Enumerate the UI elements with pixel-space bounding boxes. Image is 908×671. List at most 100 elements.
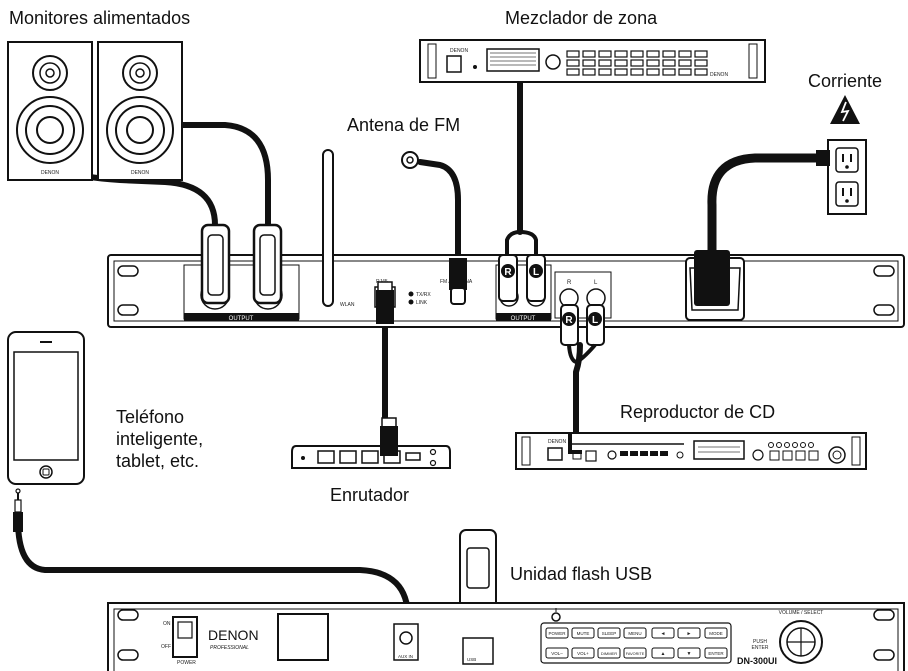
mute-button[interactable] xyxy=(571,627,595,639)
favorite-button[interactable] xyxy=(623,647,647,659)
zone-l-connector-label: L xyxy=(533,267,539,278)
fm-connector xyxy=(449,258,467,305)
aux-cable xyxy=(15,517,411,621)
cd-player: DENON xyxy=(515,432,867,470)
rear-wlan-label: WLAN xyxy=(340,302,355,308)
ir-sensor-icon xyxy=(551,608,561,622)
vol-down-button[interactable] xyxy=(545,647,569,659)
powered-monitors-label: Monitores alimentados xyxy=(9,8,191,28)
rear-input-r-label: R xyxy=(567,280,572,286)
power-plug xyxy=(816,150,830,166)
router-label: Enrutador xyxy=(330,485,410,505)
router xyxy=(291,417,451,469)
front-enter-label: ENTER xyxy=(752,645,769,651)
smartphone-label-line1: Teléfono xyxy=(116,407,185,427)
speaker-right-cable xyxy=(147,122,271,228)
sleep-button-label: SLEEP xyxy=(602,631,617,636)
rear-output2-label: OUTPUT xyxy=(511,316,536,322)
right-arrow-icon: ► xyxy=(687,631,692,637)
mode-button[interactable] xyxy=(704,627,728,639)
sleep-button[interactable] xyxy=(597,627,621,639)
menu-button[interactable] xyxy=(623,627,647,639)
front-display xyxy=(277,613,329,661)
powered-monitors: DENON DENON xyxy=(7,41,183,181)
cd-r-connector-label: R xyxy=(565,315,573,326)
vol-up-button[interactable] xyxy=(571,647,595,659)
power-cable xyxy=(707,153,833,257)
front-on-label: ON xyxy=(163,621,171,627)
usb-flash-label: Unidad flash USB xyxy=(510,564,653,584)
dimmer-button[interactable] xyxy=(597,647,621,659)
rj45-connector xyxy=(376,281,394,324)
cd-l-connector-label: L xyxy=(592,315,598,326)
home-button-icon xyxy=(39,465,53,479)
zone-mixer-display-lines xyxy=(490,52,536,66)
down-button[interactable] xyxy=(677,647,701,659)
front-push-label: PUSH xyxy=(753,639,767,645)
volume-knob[interactable] xyxy=(779,620,823,664)
front-usb-label: USB xyxy=(467,657,476,662)
enter-label: ENTER xyxy=(708,651,724,656)
button-row-2: VOL– VOL+ DIMMER FAVORITE ▲ ▼ ENTER xyxy=(545,647,728,659)
smartphone xyxy=(7,331,85,485)
aux-plug-phone xyxy=(13,488,23,532)
zone-mixer-rca-connectors: R L xyxy=(498,230,546,302)
button-row-1: POWER MUTE SLEEP MENU ◄ ► MODE xyxy=(545,627,728,639)
cd-rca-connectors: R L xyxy=(560,304,605,365)
fm-antenna xyxy=(401,151,419,169)
zone-mixer-label: Mezclador de zona xyxy=(505,8,658,28)
front-panel: ON OFF POWER DENON PROFESSIONAL AUX IN U… xyxy=(107,602,905,671)
speaker-connectors xyxy=(200,223,283,305)
left-arrow-icon: ◄ xyxy=(661,631,666,637)
zone-mixer-model-brand: DENON xyxy=(710,72,728,78)
zone-mixer: DENON DENON xyxy=(419,39,766,83)
rear-input-l-label: L xyxy=(594,280,598,286)
enter-button[interactable] xyxy=(704,647,728,659)
monitor-right-brand: DENON xyxy=(131,170,149,176)
down-arrow-icon: ▼ xyxy=(687,651,692,657)
power-source xyxy=(816,95,867,215)
monitor-left: DENON xyxy=(7,41,93,181)
monitor-right: DENON xyxy=(97,41,183,181)
zone-mixer-brand: DENON xyxy=(450,48,468,54)
zone-mixer-buttons xyxy=(566,50,708,76)
vol-down-label: VOL– xyxy=(551,651,563,656)
power-plug-rear xyxy=(694,250,730,306)
front-off-label: OFF xyxy=(161,644,171,650)
cables xyxy=(15,77,833,621)
rear-txrx-label: TX/RX xyxy=(416,292,431,298)
power-button-label: POWER xyxy=(548,631,566,636)
front-brand-sub: PROFESSIONAL xyxy=(210,645,249,651)
mute-button-label: MUTE xyxy=(577,631,590,636)
front-volume-select-label: VOLUME / SELECT xyxy=(779,610,824,616)
cd-player-brand: DENON xyxy=(548,439,566,445)
mode-button-label: MODE xyxy=(709,631,723,636)
front-brand-logo: DENON xyxy=(208,627,259,643)
front-power-label: POWER xyxy=(177,660,196,666)
smartphone-label-line3: tablet, etc. xyxy=(116,451,200,471)
wlan-antenna xyxy=(322,149,334,307)
left-button[interactable] xyxy=(651,627,675,639)
aux-in-jack[interactable] xyxy=(399,631,413,645)
up-arrow-icon: ▲ xyxy=(661,651,666,657)
vol-up-label: VOL+ xyxy=(577,651,589,656)
monitor-left-brand: DENON xyxy=(41,170,59,176)
front-aux-in-label: AUX IN xyxy=(398,654,413,659)
favorite-label: FAVORITE xyxy=(626,652,645,656)
rear-output-label: OUTPUT xyxy=(229,316,254,322)
fm-antenna-cable xyxy=(417,159,461,265)
rear-link-label: LINK xyxy=(416,300,428,306)
up-button[interactable] xyxy=(651,647,675,659)
power-label: Corriente xyxy=(808,71,883,91)
high-voltage-warning-icon xyxy=(830,95,860,124)
right-button[interactable] xyxy=(677,627,701,639)
zone-r-connector-label: R xyxy=(504,267,512,278)
dimmer-label: DIMMER xyxy=(601,651,617,656)
cd-player-label: Reproductor de CD xyxy=(620,402,776,422)
smartphone-label-line2: inteligente, xyxy=(116,429,204,449)
menu-button-label: MENU xyxy=(628,631,641,636)
fm-antenna-label: Antena de FM xyxy=(347,115,461,135)
front-model-label: DN-300UI xyxy=(737,656,777,666)
power-button[interactable] xyxy=(545,627,569,639)
